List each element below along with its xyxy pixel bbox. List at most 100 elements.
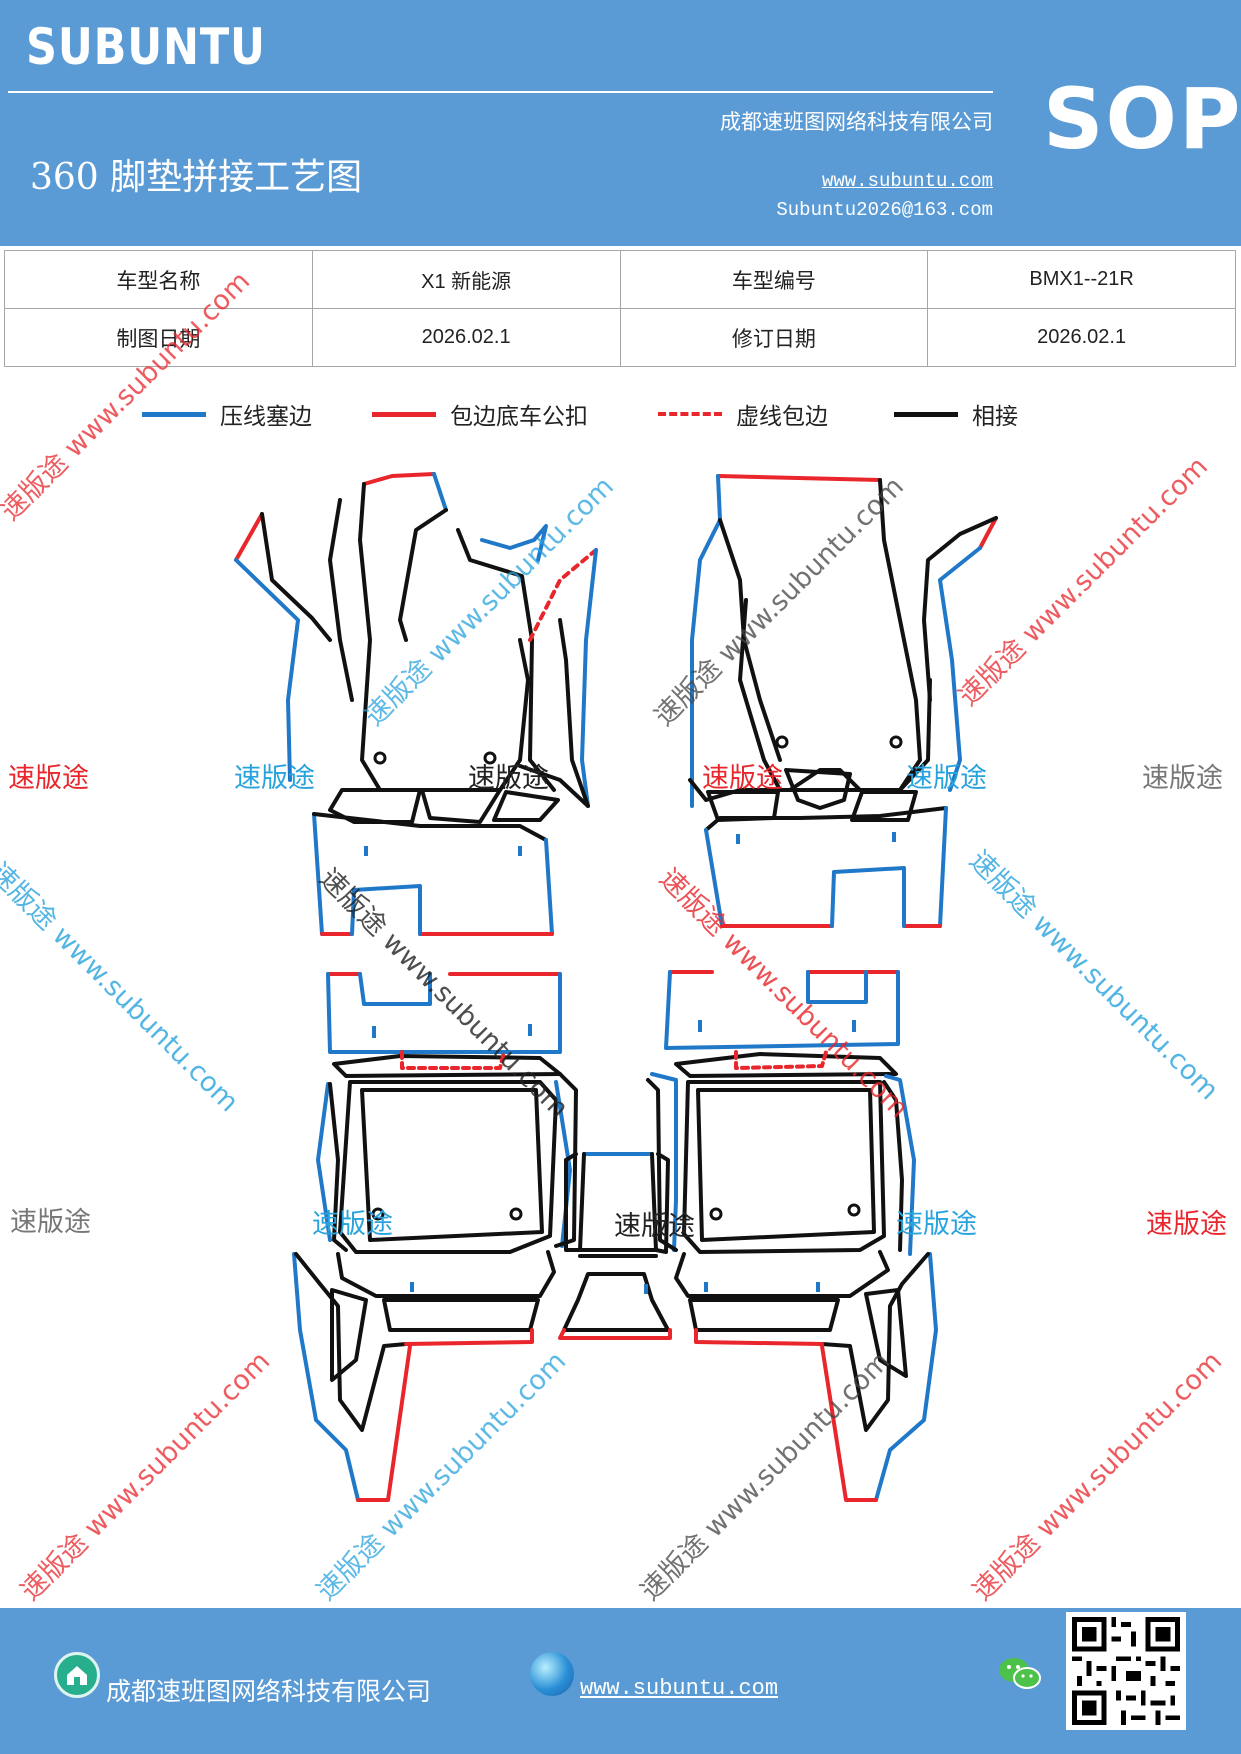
mat-edge-black	[878, 478, 922, 792]
watermark-brand-black: 速版途	[614, 1211, 695, 1242]
mat-clip-hole	[709, 1207, 723, 1221]
table-value: BMX1--21R	[927, 250, 1236, 309]
table-label: 车型编号	[619, 250, 929, 309]
watermark-brand-blue: 速版途	[234, 763, 315, 794]
mat-edge-blue	[234, 558, 300, 782]
watermark-url-diagonal: 速版途 www.subuntu.com	[634, 1345, 897, 1607]
watermark-url-diagonal: 速版途 www.subuntu.com	[0, 856, 245, 1119]
legend-swatch-red-dashed	[658, 412, 722, 416]
watermark-brand-red: 速版途	[702, 763, 783, 794]
mat-clip-hole	[775, 735, 789, 749]
mat-clip-hole	[889, 735, 903, 749]
header-banner	[0, 0, 1241, 246]
mat-edge-red	[978, 516, 998, 550]
mat-edge-black	[382, 1298, 540, 1332]
legend-item: 压线塞边	[142, 398, 312, 430]
mat-slot	[364, 846, 368, 856]
footer-website-link[interactable]: www.subuntu.com	[580, 1676, 779, 1701]
mat-edge-black	[294, 1252, 408, 1432]
home-icon	[54, 1652, 100, 1698]
mat-slot	[892, 832, 896, 842]
page-title: 360 脚垫拼接工艺图	[30, 157, 363, 198]
legend-label: 相接	[972, 404, 1018, 430]
mat-edge-black	[562, 1272, 670, 1332]
watermark-url-diagonal: 速版途 www.subuntu.com	[653, 862, 915, 1125]
mat-edge-red	[734, 1050, 828, 1070]
mat-edge-black	[260, 512, 332, 642]
mat-edge-black	[312, 812, 548, 842]
header-website-link[interactable]: www.subuntu.com	[821, 170, 993, 192]
mat-slot	[372, 1026, 376, 1038]
mat-edge-black	[328, 498, 354, 702]
mat-edge-blue	[292, 1252, 360, 1502]
globe-icon	[530, 1652, 574, 1696]
watermark-brand-grey: 速版途	[10, 1207, 91, 1238]
mat-edge-black	[696, 1088, 876, 1242]
mat-edge-black	[674, 1250, 890, 1298]
wechat-icon[interactable]	[996, 1654, 1044, 1694]
watermark-brand-red: 速版途	[1146, 1209, 1227, 1240]
qr-code-pattern	[1071, 1616, 1181, 1726]
legend-swatch-black	[894, 411, 958, 417]
table-value: 2026.02.1	[311, 308, 621, 367]
mat-slot	[518, 846, 522, 856]
table-value: 2026.02.1	[927, 308, 1236, 367]
legend-item: 虚线包边	[658, 398, 828, 430]
rear-center-mat	[558, 1152, 672, 1340]
watermark-brand-black: 速版途	[468, 763, 549, 794]
mat-edge-black	[492, 790, 560, 822]
watermark-brand-grey: 速版途	[1142, 763, 1223, 794]
mat-slot	[736, 834, 740, 844]
mat-edge-black	[850, 790, 918, 822]
mat-edge-red	[362, 472, 436, 486]
mat-edge-blue	[544, 838, 554, 936]
legend-item: 相接	[894, 398, 1018, 430]
watermark-brand-blue: 速版途	[896, 1209, 977, 1240]
header-company: 成都速班图网络科技有限公司	[720, 110, 993, 134]
legend-label: 包边底车公扣	[450, 404, 588, 430]
mat-edge-black	[336, 1250, 556, 1298]
mat-slot	[816, 1282, 820, 1292]
watermark-brand-red: 速版途	[8, 763, 89, 794]
mat-edge-blue	[312, 812, 324, 936]
sop-badge: SOP	[1043, 70, 1241, 168]
table-row: 制图日期 2026.02.1 修订日期 2026.02.1	[4, 308, 1236, 367]
header-email: Subuntu2026@163.com	[776, 199, 993, 221]
mat-edge-black	[706, 790, 780, 822]
mat-edge-black	[704, 806, 948, 832]
wechat-icon-glyph	[999, 1658, 1041, 1689]
legend-swatch-red	[372, 411, 436, 417]
legend-swatch-blue	[142, 411, 206, 417]
front-right-footrest	[704, 806, 948, 928]
table-label: 制图日期	[4, 308, 313, 367]
mat-clip-hole	[847, 1203, 861, 1217]
mat-edge-black	[328, 788, 422, 824]
mat-edge-black	[688, 1298, 840, 1332]
mat-edge-red	[558, 1328, 672, 1340]
watermark-brand-blue: 速版途	[906, 763, 987, 794]
watermark-url-diagonal: 速版途 www.subuntu.com	[358, 471, 620, 733]
table-label: 车型名称	[4, 250, 313, 309]
mat-slot	[644, 1284, 648, 1294]
legend-label: 虚线包边	[736, 404, 828, 430]
mat-edge-red	[694, 1328, 824, 1346]
watermark-url-diagonal: 速版途 www.subuntu.com	[313, 862, 575, 1125]
mat-slot	[410, 1282, 414, 1292]
header-divider	[8, 91, 993, 93]
watermark-url-diagonal: 速版途 www.subuntu.com	[952, 451, 1214, 713]
mat-edge-red	[234, 512, 264, 562]
mat-edge-red	[716, 474, 882, 482]
home-icon-glyph	[67, 1666, 87, 1685]
mat-edge-blue	[580, 548, 598, 808]
watermark-url-diagonal: 速版途 www.subuntu.com	[966, 1345, 1229, 1607]
mat-edge-blue	[830, 866, 906, 928]
mat-edge-blue	[432, 472, 448, 512]
watermark-url-diagonal: 速版途 www.subuntu.com	[14, 1345, 277, 1607]
legend-item: 包边底车公扣	[372, 398, 588, 430]
vehicle-info-table: 车型名称 X1 新能源 车型编号 BMX1--21R 制图日期 2026.02.…	[4, 250, 1236, 367]
mat-edge-black	[330, 1288, 368, 1382]
mat-edge-black	[784, 768, 852, 810]
legend-label: 压线塞边	[220, 404, 312, 430]
mat-edge-red	[356, 1344, 412, 1502]
mat-edge-blue	[704, 806, 948, 928]
